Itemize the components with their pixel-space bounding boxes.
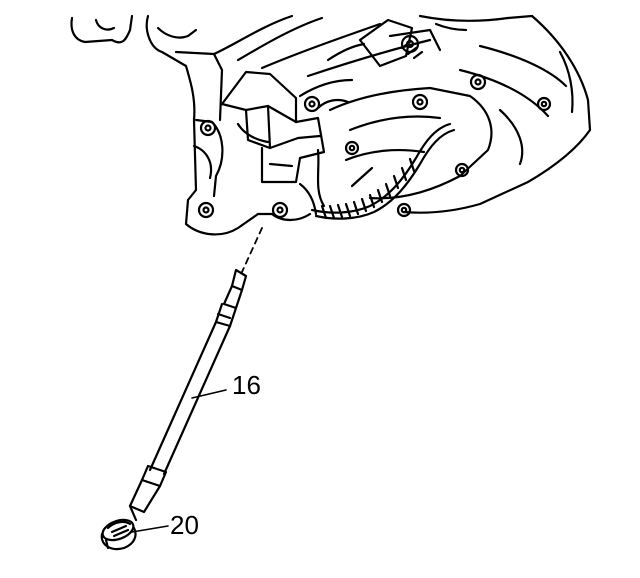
leader-lines — [131, 389, 227, 533]
transmission-case — [70, 14, 592, 236]
case-bolts — [197, 34, 552, 219]
dipstick-cap — [100, 518, 137, 551]
dipstick-tube — [128, 227, 263, 522]
solenoid-block — [220, 70, 326, 184]
leader-line-16 — [191, 389, 227, 399]
leader-line-20 — [131, 525, 169, 533]
wiring-harness — [298, 122, 456, 220]
harness-connector — [326, 18, 468, 68]
callout-16: 16 — [232, 370, 261, 400]
callout-20: 20 — [170, 510, 199, 540]
